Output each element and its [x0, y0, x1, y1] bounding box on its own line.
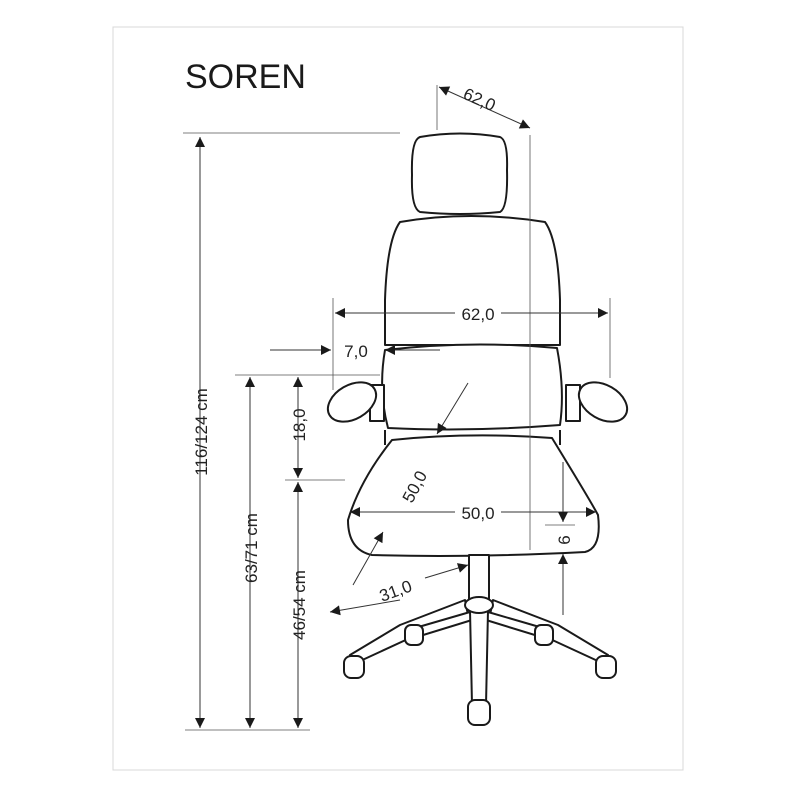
backrest-width-label: 62,0 [461, 305, 494, 324]
armrest-above-seat-label: 18,0 [290, 408, 309, 441]
headrest-width-label: 62,0 [460, 84, 498, 115]
armrest-offset-label: 7,0 [344, 342, 368, 361]
seat-thickness-label: 6 [555, 535, 574, 544]
casters [343, 624, 617, 726]
product-title: SOREN [185, 58, 306, 96]
chair-base [349, 596, 609, 706]
seat [347, 434, 600, 557]
left-armrest [326, 381, 378, 423]
lumbar-cushion [381, 343, 563, 431]
dimension-lines [195, 86, 608, 728]
seat-width-label: 50,0 [461, 504, 494, 523]
chair-drawing [326, 132, 629, 726]
right-armrest-bracket [565, 384, 581, 422]
gas-cylinder [468, 554, 490, 601]
total-height-label: 116/124 cm [192, 388, 211, 476]
headrest [410, 132, 509, 215]
backrest [384, 215, 561, 346]
armrest-height-label: 63/71 cm [242, 513, 261, 583]
frame-border [112, 26, 684, 771]
extension-lines [183, 85, 611, 731]
seat-height-label: 46/54 cm [290, 570, 309, 640]
right-armrest [577, 381, 629, 423]
base-radius-label: 31,0 [377, 577, 415, 606]
